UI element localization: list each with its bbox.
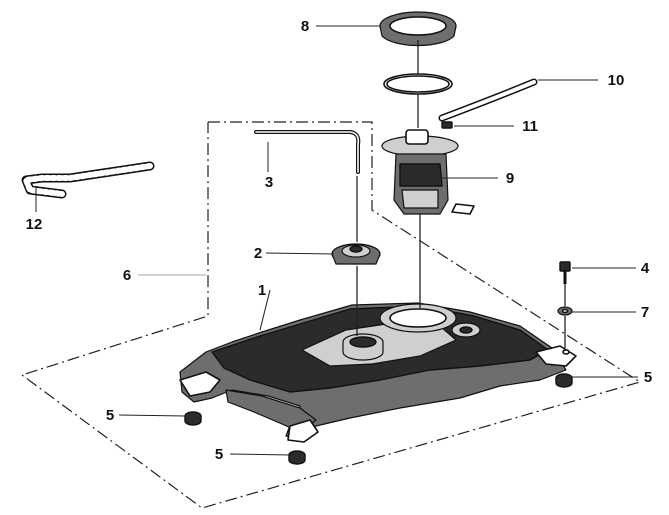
callout-3: 3 (265, 174, 273, 191)
callout-11: 11 (522, 118, 538, 135)
breather-hose[interactable] (438, 78, 538, 122)
assembly-boundary (20, 121, 642, 509)
callout-2: 2 (254, 245, 262, 262)
callout-5-right: 5 (644, 369, 652, 386)
callout-5-left: 5 (106, 407, 114, 424)
callout-9: 9 (506, 170, 514, 187)
washer[interactable] (557, 306, 573, 316)
callout-1: 1 (258, 282, 266, 299)
rubber-mount-bottom[interactable] (288, 450, 306, 465)
fuel-pump-assembly[interactable] (381, 129, 475, 215)
rubber-mount-left[interactable] (184, 411, 202, 426)
bolt[interactable] (559, 261, 571, 284)
leader-lines (35, 25, 638, 456)
callout-8: 8 (301, 18, 309, 35)
callout-labels: 1 2 3 4 5 5 5 6 7 8 9 10 11 12 (26, 18, 653, 463)
fuel-tank[interactable] (179, 302, 577, 443)
spiral-hose[interactable] (21, 161, 155, 199)
assembly-axes (356, 40, 566, 348)
hose-clamp[interactable] (441, 121, 453, 129)
bent-rod[interactable] (254, 130, 361, 174)
callout-6: 6 (123, 267, 131, 284)
filler-cap[interactable] (331, 243, 381, 265)
callout-10: 10 (608, 72, 625, 89)
rubber-mount-right[interactable] (555, 373, 573, 388)
callout-5-bottom: 5 (215, 446, 223, 463)
gasket[interactable] (383, 73, 453, 95)
callout-7: 7 (641, 304, 649, 321)
callout-4: 4 (641, 260, 650, 277)
lock-ring[interactable] (379, 11, 457, 47)
callout-12: 12 (26, 216, 43, 233)
